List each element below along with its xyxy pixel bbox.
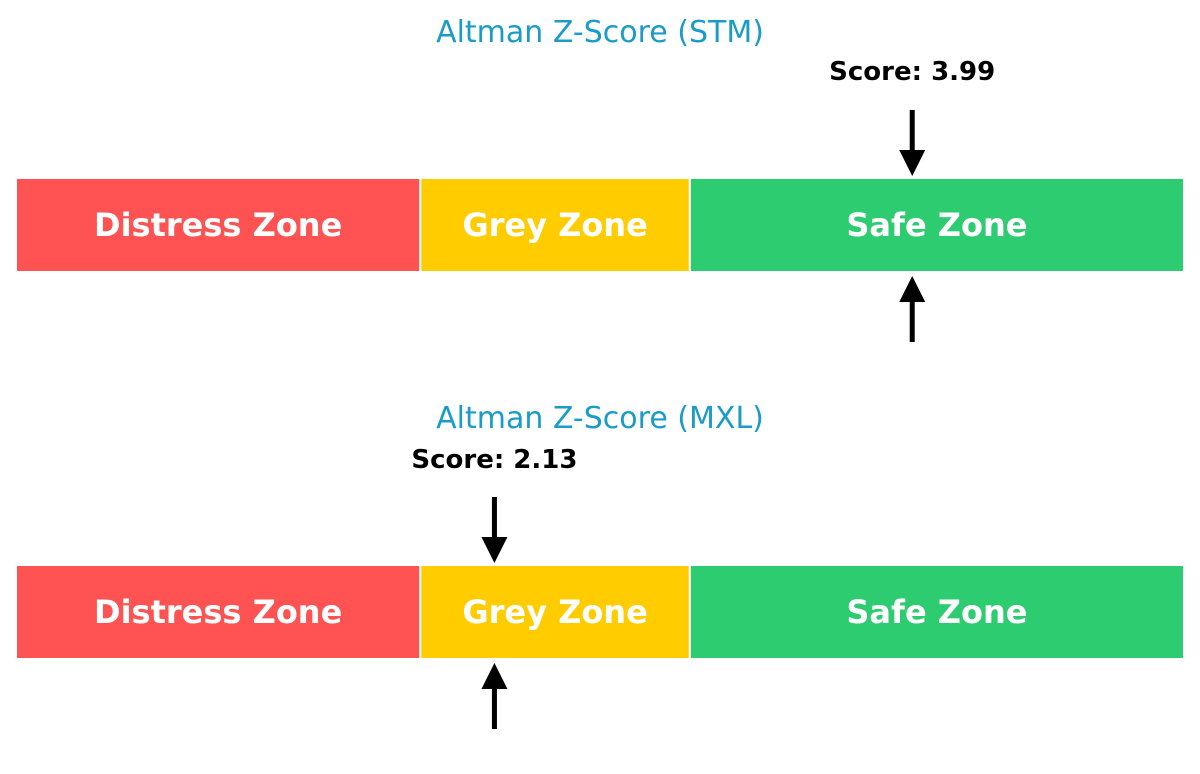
zone-segment-distress	[15, 564, 422, 660]
zone-segment-grey	[419, 177, 691, 273]
zone-label-grey: Grey Zone	[462, 206, 647, 244]
score-label: Score: 3.99	[829, 57, 995, 87]
zscore-gauge-mxl: Altman Z-Score (MXL) Score: 2.13 Distres…	[15, 401, 1185, 729]
score-marker-top-arrow	[481, 497, 508, 563]
zone-label-safe: Safe Zone	[846, 206, 1027, 244]
gauge-title: Altman Z-Score (STM)	[436, 15, 764, 50]
zscore-gauge-stm: Altman Z-Score (STM) Score: 3.99 Distres…	[15, 15, 1185, 342]
zone-segment-safe	[688, 177, 1185, 273]
zone-label-distress: Distress Zone	[94, 593, 342, 631]
zone-label-distress: Distress Zone	[94, 206, 342, 244]
zone-label-safe: Safe Zone	[846, 593, 1027, 631]
zone-segment-distress	[15, 177, 422, 273]
zone-label-grey: Grey Zone	[462, 593, 647, 631]
score-marker-top-arrow	[899, 110, 926, 176]
score-marker-bottom-arrow	[899, 276, 926, 342]
gauge-title: Altman Z-Score (MXL)	[436, 401, 764, 436]
score-label: Score: 2.13	[411, 445, 577, 475]
zone-segment-safe	[688, 564, 1185, 660]
score-marker-bottom-arrow	[481, 663, 508, 729]
